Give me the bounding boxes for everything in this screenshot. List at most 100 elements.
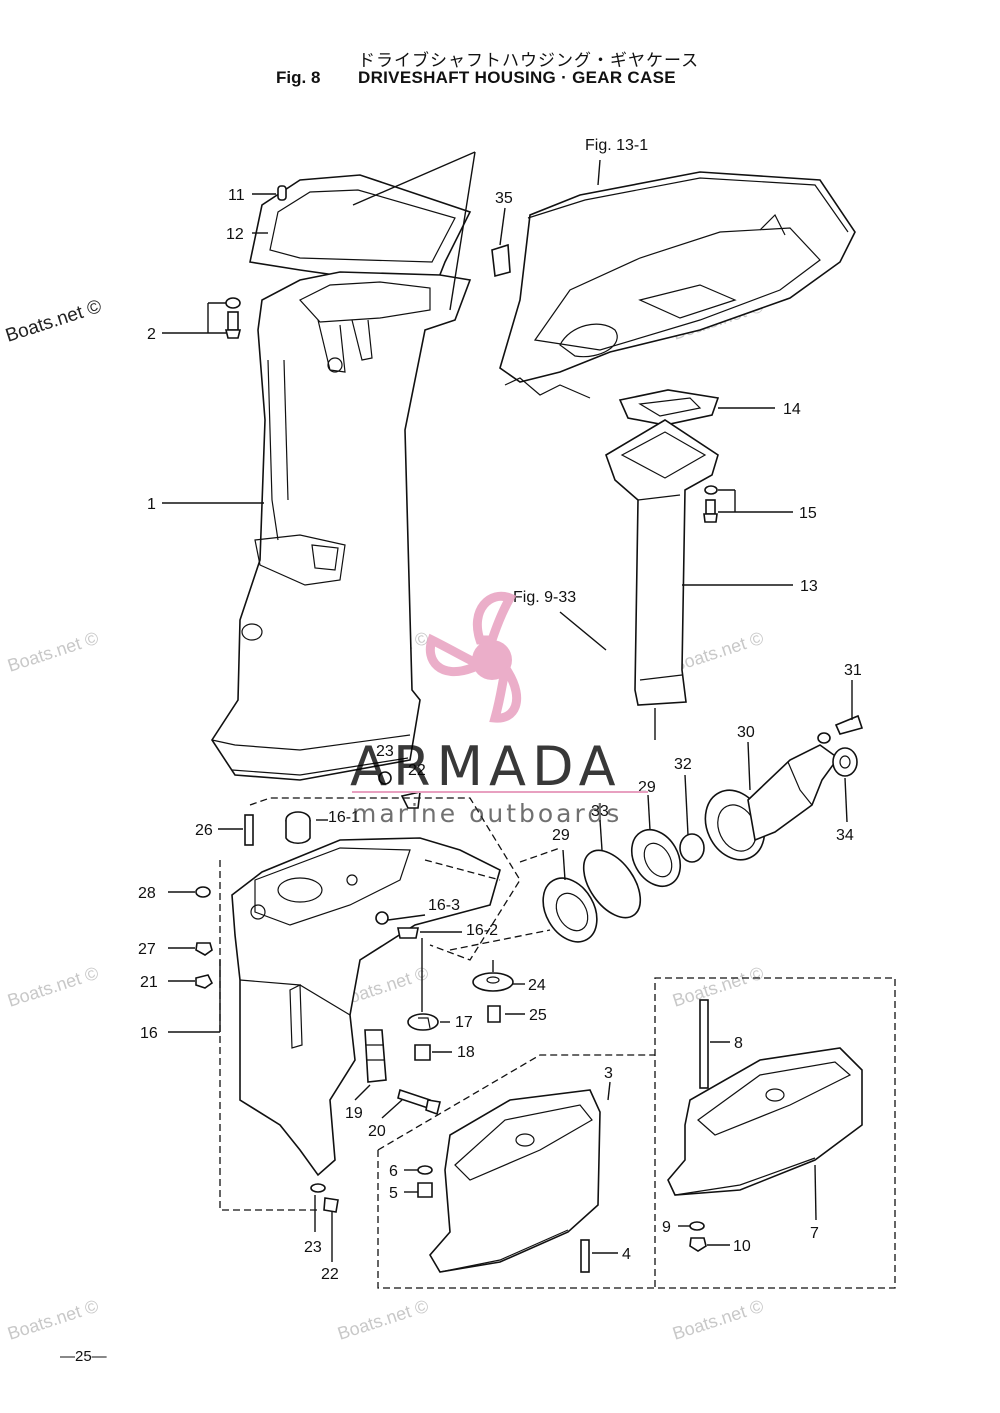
watermark: Boats.net © (5, 628, 101, 676)
o-ring-33 (582, 849, 642, 919)
title-japanese: ドライブシャフトハウジング・ギヤケース (358, 51, 700, 70)
bushing-16-1 (285, 811, 311, 845)
gasket-14 (618, 389, 720, 426)
callout: 21 (140, 974, 158, 991)
plate-7 (667, 1047, 863, 1196)
callout: 23 (304, 1239, 322, 1256)
bolt-15 (703, 485, 718, 523)
fig-ref-13-1: Fig. 13-1 (585, 137, 648, 154)
screw-16-2 (397, 927, 419, 939)
callout: 6 (389, 1163, 398, 1180)
watermark-dark: Boats.net © (3, 296, 104, 347)
anode-19 (364, 1029, 387, 1083)
callout: 16-2 (466, 922, 498, 939)
callout-numbers: 11 12 2 1 35 14 15 13 31 30 32 29 33 29 … (138, 187, 862, 1283)
callout: 29 (638, 779, 656, 796)
watermark: Boats.net © (335, 1296, 431, 1344)
stud-4 (580, 1239, 590, 1273)
nut-10 (689, 1237, 707, 1252)
pin-11 (277, 185, 287, 201)
page-number: —25— (60, 1348, 107, 1365)
fig-ref-9-33: Fig. 9-33 (513, 589, 576, 606)
callout: 24 (528, 977, 546, 994)
propeller-icon (425, 591, 522, 723)
callout: 3 (604, 1065, 613, 1082)
bolt-20 (397, 1088, 441, 1116)
callout: 20 (368, 1123, 386, 1140)
washer-9 (689, 1221, 705, 1231)
callout: 12 (226, 226, 244, 243)
washer-24 (472, 972, 514, 992)
callout: 35 (495, 190, 513, 207)
part-17 (407, 1013, 439, 1031)
callout: 14 (783, 401, 801, 418)
part-22-bottom (323, 1197, 339, 1213)
callout: 2 (147, 326, 156, 343)
washer-6 (417, 1165, 433, 1175)
stud-8 (699, 999, 709, 1089)
watermark: Boats.net © (670, 963, 766, 1011)
callout: 16-1 (328, 809, 360, 826)
armada-logo: ARMADA marine outboards (350, 591, 648, 828)
nut-21 (195, 974, 214, 989)
callout: 19 (345, 1105, 363, 1122)
callout: 32 (674, 756, 692, 773)
screw-16-3 (375, 911, 389, 925)
logo-tagline: marine outboards (352, 799, 622, 828)
callout: 16-3 (428, 897, 460, 914)
part-22-top (400, 790, 421, 809)
callout: 25 (529, 1007, 547, 1024)
stud-26 (244, 814, 254, 846)
callout: 7 (810, 1225, 819, 1242)
nut-5 (417, 1182, 433, 1198)
callout: 8 (734, 1035, 743, 1052)
bearing-32 (679, 833, 705, 863)
callout: 18 (457, 1044, 475, 1061)
bolt-2 (224, 297, 242, 339)
part-35 (491, 243, 511, 278)
driveshaft-housing-1 (211, 271, 472, 781)
nut-28 (195, 886, 211, 898)
callout: 30 (737, 724, 755, 741)
callout: 34 (836, 827, 854, 844)
callout: 17 (455, 1014, 473, 1031)
watermark: Boats.net © (670, 628, 766, 676)
part-23-top (378, 771, 392, 785)
callout: 4 (622, 1246, 631, 1263)
title-english: DRIVESHAFT HOUSING · GEAR CASE (358, 68, 676, 87)
watermark: Boats.net © (670, 1296, 766, 1344)
part-23-bottom (310, 1183, 326, 1193)
watermark: Boats.net © (5, 1296, 101, 1344)
callout: 33 (591, 803, 609, 820)
callout: 27 (138, 941, 156, 958)
bolt-18 (414, 1044, 431, 1061)
callout: 13 (800, 578, 818, 595)
bearing-29-upper (630, 828, 682, 888)
callout: 26 (195, 822, 213, 839)
gear-case-16 (231, 837, 501, 1177)
dashed-groups (219, 797, 896, 1289)
callout: 1 (147, 496, 156, 513)
callout: 23 (376, 743, 394, 760)
callout: 28 (138, 885, 156, 902)
figure-label: Fig. 8 (276, 68, 321, 87)
leader-lines (162, 151, 853, 1262)
callout: 22 (408, 762, 426, 779)
callout: 5 (389, 1185, 398, 1202)
logo-brand: ARMADA (350, 735, 622, 798)
nut-27 (195, 942, 213, 956)
watermark: Boats.net © (5, 963, 101, 1011)
bearing-housing-30 (704, 744, 840, 861)
bolt-31 (817, 714, 864, 744)
seal-34 (832, 747, 858, 777)
callout: 29 (552, 827, 570, 844)
callout: 15 (799, 505, 817, 522)
plate-3 (429, 1089, 601, 1273)
bolt-25 (487, 1005, 501, 1023)
callout: 11 (228, 187, 245, 204)
callout: 9 (662, 1219, 671, 1236)
callout: 22 (321, 1266, 339, 1283)
extension-13 (605, 419, 719, 706)
